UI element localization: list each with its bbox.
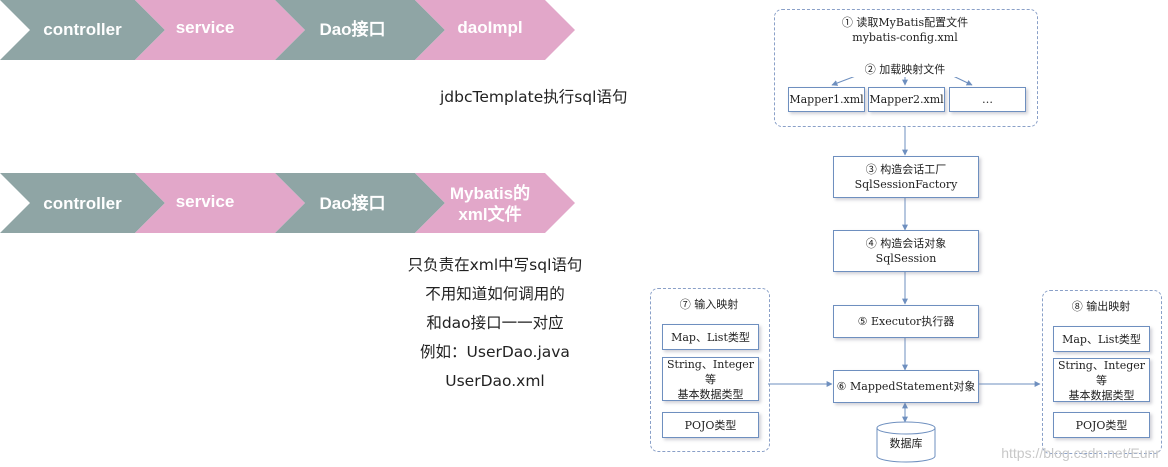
config-file-name: mybatis-config.xml [852,31,958,44]
row1-label-controller: controller [43,20,122,39]
row1-chevrons [0,0,575,60]
row2-chevron-dao [275,173,445,233]
mapper-more-box: … [949,87,1026,112]
row1-label-dao: Dao接口 [319,20,386,39]
row2-label-dao: Dao接口 [319,194,386,213]
row1-note: jdbcTemplate执行sql语句 [440,88,628,106]
input-mapping-title: ⑦ 输入映射 [679,298,739,311]
row2-note-4: 例如：UserDao.java [420,343,570,361]
row2-note-1: 只负责在xml中写sql语句 [407,256,583,274]
output-mapping-title: ⑧ 输出映射 [1071,300,1131,313]
session-step: ④ 构造会话对象 [865,237,947,250]
output-basic-types-box: String、Integer等 基本数据类型 [1053,358,1150,402]
row1-chevron-service [135,0,305,60]
input-pojo-box: POJO类型 [662,412,759,438]
mapper-1-box: Mapper1.xml [788,87,865,112]
load-mapping-label: ② 加载映射文件 [850,62,960,77]
row2-chevrons [0,173,575,233]
session-name: SqlSession [875,252,937,265]
row2-label-mybatis-xml: Mybatis的 xml文件 [449,184,531,224]
session-factory-step: ③ 构造会话工厂 [865,163,947,176]
row2-note-5: UserDao.xml [445,372,545,390]
mapper-2-box: Mapper2.xml [868,87,945,112]
row2-chevron-service [135,173,305,233]
row2-note-2: 不用知道如何调用的 [425,285,565,303]
output-pojo-box: POJO类型 [1053,412,1150,438]
executor-box: ⑤ Executor执行器 [833,305,979,338]
row1-label-daoimpl: daoImpl [457,18,523,37]
row2-chevron-controller [0,173,165,233]
output-map-list-box: Map、List类型 [1053,326,1150,352]
row1-chevron-controller [0,0,165,60]
input-basic-types-box: String、Integer等 基本数据类型 [662,357,759,401]
row2-chevron-mybatis-xml [415,173,575,233]
database-label: 数据库 [889,437,923,450]
row1-label-service: service [175,18,235,37]
row1-chevron-dao [275,0,445,60]
row2-label-service: service [175,192,235,211]
config-step-1: ① 读取MyBatis配置文件 [841,16,969,29]
database-cylinder [876,421,936,463]
row2-label-controller: controller [43,194,122,213]
row1-chevron-daoimpl [415,0,575,60]
row2-note-3: 和dao接口一一对应 [426,314,564,332]
session-factory-box: ③ 构造会话工厂 SqlSessionFactory [833,156,979,198]
session-factory-name: SqlSessionFactory [854,178,958,191]
watermark: https://blog.csdn.net/Eunr [1001,445,1160,461]
mapped-statement-box: ⑥ MappedStatement对象 [833,370,979,403]
session-box: ④ 构造会话对象 SqlSession [833,230,979,272]
input-map-list-box: Map、List类型 [662,324,759,350]
row2-notes: 只负责在xml中写sql语句 不用知道如何调用的 和dao接口一一对应 例如：U… [380,251,610,396]
